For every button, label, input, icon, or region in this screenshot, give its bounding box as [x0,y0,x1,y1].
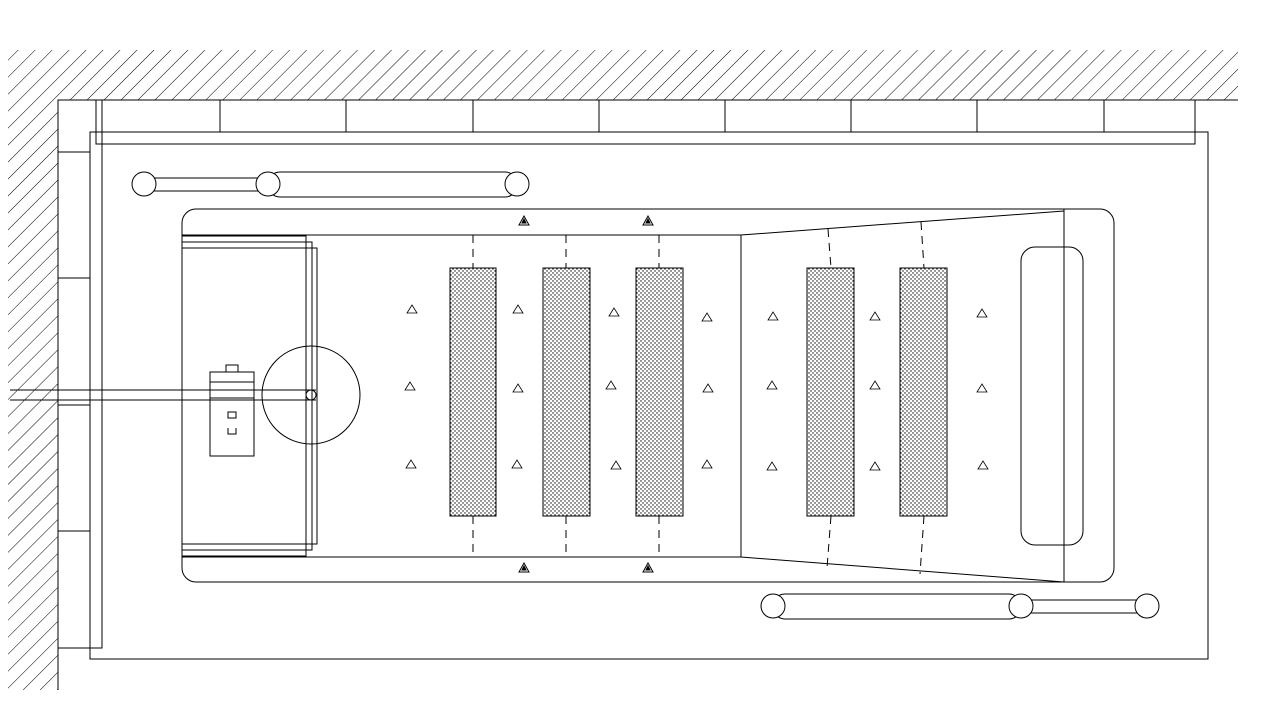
drive-wheel [10,345,361,445]
dashed-centerlines [472,221,925,575]
top-roller-assembly [131,171,530,198]
zone-1 [449,267,497,517]
outer-frame [89,131,1209,660]
wall-panels-top [95,99,1196,145]
zone-3 [635,267,684,517]
stippled-zones [449,267,948,517]
bottom-roller-assembly [760,593,1160,620]
end-cap [1020,246,1084,546]
triangle-markers [404,304,989,471]
zone-2 [542,267,591,517]
wall-panels-left [57,99,103,649]
zone-5 [899,267,948,517]
edge-markers [518,214,654,573]
motor [209,364,255,457]
wall-hatching [8,50,1238,690]
zone-4 [806,267,855,517]
